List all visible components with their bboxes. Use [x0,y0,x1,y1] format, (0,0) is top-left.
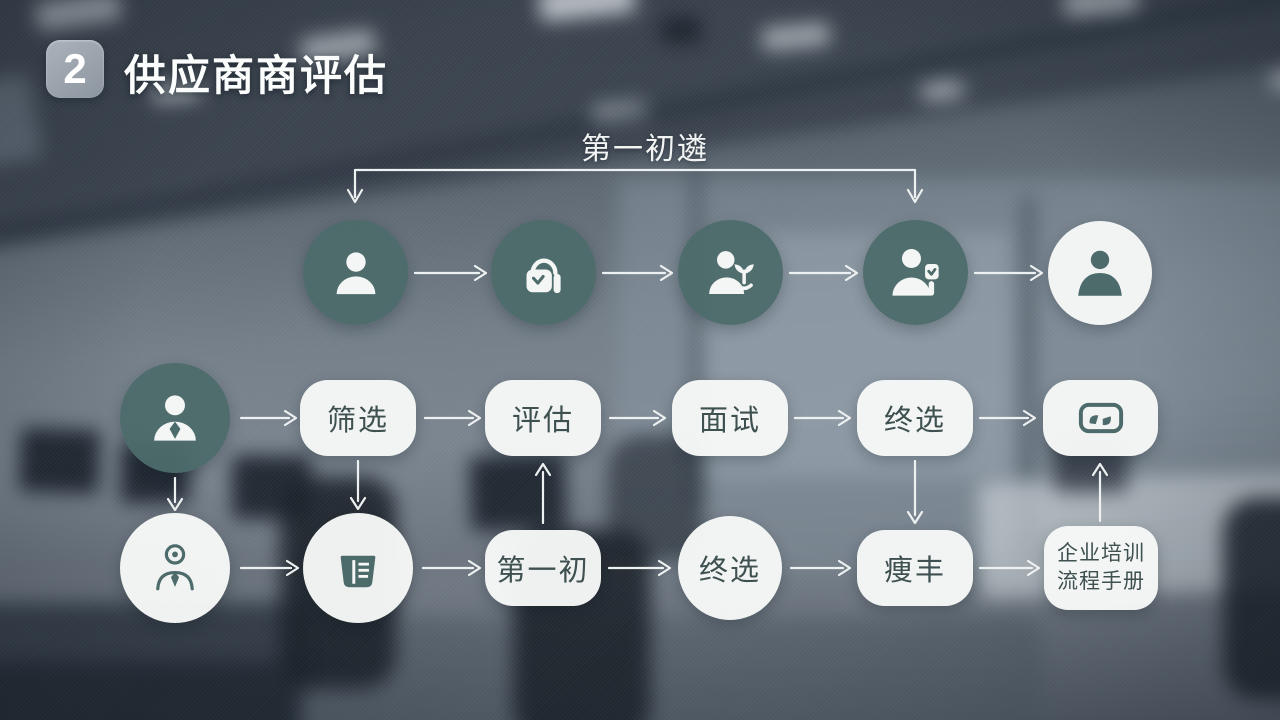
step-label-line2: 流程手册 [1057,570,1145,593]
flow-step-first-round: 第一初 [485,530,601,606]
flow-node-person-plant [678,220,783,325]
section-number-badge: 2 [46,40,104,98]
flow-node-reviewer [120,513,230,623]
arrow-right [608,558,672,578]
step-label: 终选 [883,405,946,437]
flow-node-person-start [120,363,230,473]
arrow-up [533,462,553,524]
arrow-down [905,460,925,524]
window-mullion [690,158,702,509]
ceiling-vent [661,16,702,45]
arrow-right [794,408,852,428]
arrow-up [1090,462,1110,522]
arrow-right [789,263,859,283]
flow-step-interview: 面试 [672,380,788,456]
arrow-right [602,263,674,283]
arrow-right [240,558,300,578]
user-plant-icon [708,250,754,294]
arrow-right [979,558,1041,578]
step-label: 面试 [698,405,761,437]
arrow-right [240,408,298,428]
arrow-right [609,408,667,428]
card-icon [1078,402,1123,434]
step-label-line1: 企业培训 [1057,542,1145,566]
step-label: 筛选 [326,405,389,437]
step-label: 终选 [698,555,761,587]
flow-step-final-circle: 终选 [678,516,782,620]
arrow-right [422,558,482,578]
user-badge-icon [891,248,939,296]
ballot-box-icon [340,555,376,588]
flow-step-card [1043,380,1158,456]
flow-step-evaluation: 评估 [485,380,601,456]
arrow-right [414,263,488,283]
arrow-right [974,263,1044,283]
arrow-down [348,460,368,510]
user-icon [336,251,375,294]
flow-step-screening: 筛选 [300,380,416,456]
flow-node-person-badge [863,220,968,325]
step-label: 评估 [511,405,574,437]
user-icon [1078,250,1122,296]
flow-step-training-manual: 企业培训 流程手册 [1044,526,1158,610]
desk-shadow [0,662,301,720]
bag-check-icon [526,258,561,293]
arrow-right [790,558,852,578]
flow-step-misc: 痩丰 [857,530,973,606]
flow-node-person-final [1048,221,1152,325]
arrow-right [424,408,482,428]
arrow-down [165,477,185,511]
bracket-label: 第一初遴 [581,133,709,166]
flow-step-final-selection: 终选 [857,380,973,456]
arrow-right [979,408,1037,428]
phase-bracket-arrow [345,167,925,209]
step-label: 第一初 [496,555,590,587]
step-label: 痩丰 [883,555,946,587]
user-icon [154,395,196,441]
flow-node-ballot [303,513,413,623]
slide-title: 供应商商评估 [124,52,389,99]
step-label: 企业培训 流程手册 [1057,540,1145,595]
flow-node-person-1 [303,220,408,325]
flow-node-bag [491,220,596,325]
user-outline-icon [156,544,194,591]
office-chair [1223,497,1280,700]
